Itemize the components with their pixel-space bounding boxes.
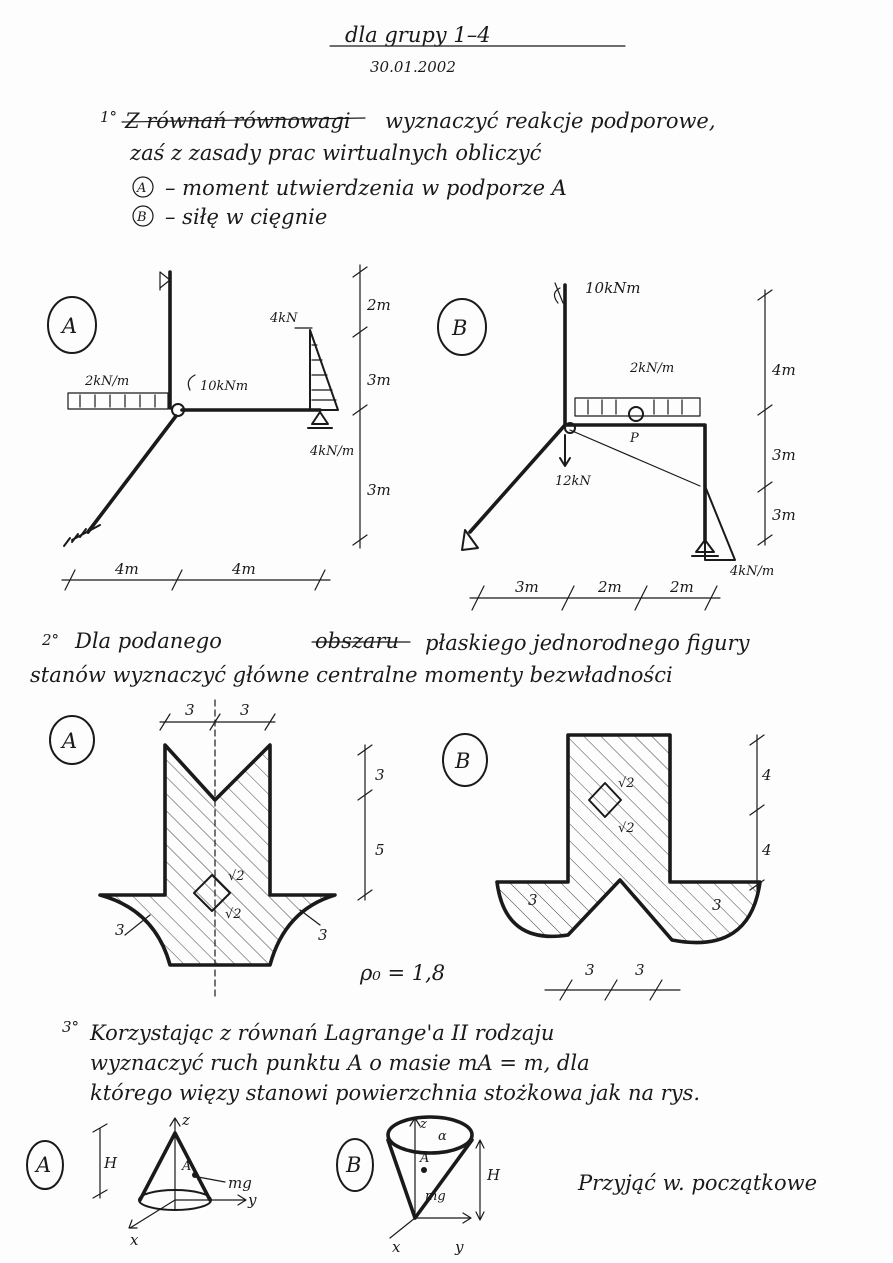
dim-label: 2m (669, 578, 694, 596)
dim-label: √2 (618, 821, 635, 836)
figure-label: A (60, 729, 77, 753)
axis-label: x (130, 1231, 139, 1249)
dim-label: 3m (772, 446, 796, 464)
task3-number: 3° (62, 1018, 79, 1036)
task2-line2: stanów wyznaczyć główne centralne moment… (30, 663, 673, 687)
figure-label: B (451, 316, 467, 340)
radius-label: 3 (318, 926, 328, 944)
height-label: H (486, 1166, 501, 1184)
force-label: 4kN (269, 311, 298, 326)
tri-load-label: 4kN/m (729, 564, 774, 579)
radius-label: 3 (528, 891, 538, 909)
task1-item-a: – moment utwierdzenia w podporze A (165, 176, 567, 200)
dim-label: 3 (185, 701, 195, 719)
dim-label: √2 (618, 776, 635, 791)
dim-label: 4m (114, 560, 139, 578)
point-label: A (181, 1159, 191, 1174)
marker-circle-a (132, 176, 154, 198)
task1-item-b-marker: B (136, 210, 147, 225)
angle-label: α (438, 1129, 447, 1144)
task1-item-b: – siłę w cięgnie (165, 205, 327, 229)
dim-label: 5 (375, 841, 385, 859)
task3-line1: Korzystając z równań Lagrange'a II rodza… (89, 1021, 554, 1045)
dim-label: 4m (771, 361, 796, 379)
task1-line2: zaś z zasady prac wirtualnych obliczyć (129, 141, 542, 165)
load-label: 2kN/m (629, 361, 674, 376)
section-figure-a: A √2 √2 3 3 3 5 3 3 ρ₀ = 1,8 (49, 699, 445, 1001)
task2-line1-a: Dla podanego (74, 629, 222, 653)
dim-label: 3m (772, 506, 796, 524)
task1-number: 1° (100, 108, 117, 126)
task1-item-a-marker: A (136, 181, 146, 196)
dim-label: 3 (240, 701, 250, 719)
task3-line3: którego więzy stanowi powierzchnia stożk… (90, 1081, 700, 1105)
tri-load-label: 4kN/m (309, 444, 354, 459)
moment-label: 10kNm (200, 379, 248, 394)
load-label: 2kN/m (84, 374, 129, 389)
task3-line2: wyznaczyć ruch punktu A o masie mA = m, … (90, 1051, 590, 1075)
cone-figure-b: B z α A mg H x y (336, 1115, 501, 1256)
section-figure-b: B √2 √2 4 4 3 3 3 3 (442, 733, 772, 1001)
force-label: 12kN (555, 474, 591, 489)
axis-label: y (454, 1238, 464, 1256)
sheet-date: 30.01.2002 (370, 58, 456, 76)
dim-label: 3m (515, 578, 539, 596)
task2-struck-text: obszaru (315, 629, 399, 653)
moment-label: 10kNm (585, 279, 641, 297)
dim-label: √2 (225, 907, 242, 922)
dim-label: 4m (231, 560, 256, 578)
frame-figure-a: A 2kN/m 10kNm 4kN 4kN/m 2m 3m 3m 4m 4m (47, 264, 391, 591)
dim-label: 4 (761, 766, 772, 784)
dim-label: 2m (597, 578, 622, 596)
point-label: A (419, 1151, 429, 1166)
figure-label: B (345, 1153, 361, 1177)
dim-label: √2 (228, 869, 245, 884)
radius-label: 3 (712, 896, 722, 914)
dim-label: 3 (585, 961, 595, 979)
rho-label: ρ₀ = 1,8 (359, 961, 445, 985)
figure-label: A (34, 1153, 51, 1177)
figure-label: B (454, 749, 470, 773)
hinge-label: P (629, 431, 639, 446)
initial-conditions-note: Przyjąć w. początkowe (577, 1171, 817, 1195)
height-label: H (103, 1154, 118, 1172)
axis-label: x (392, 1238, 401, 1256)
figure-label: A (60, 314, 77, 338)
dim-label: 3 (635, 961, 645, 979)
task2-number: 2° (41, 631, 59, 649)
marker-circle-b (132, 205, 154, 227)
radius-label: 3 (115, 921, 125, 939)
task1-line1: wyznaczyć reakcje podporowe, (385, 109, 716, 133)
weight-label: mg (228, 1174, 252, 1192)
axis-label: y (247, 1191, 257, 1209)
dim-label: 2m (366, 296, 391, 314)
strikethrough (121, 117, 366, 123)
dim-label: 3m (367, 481, 391, 499)
task2-line1-b: płaskiego jednorodnego figury (425, 631, 751, 655)
cone-figure-a: A z y x H A mg (26, 1111, 257, 1249)
dim-label: 3m (367, 371, 391, 389)
axis-label: z (419, 1117, 427, 1132)
sheet-title: dla grupy 1–4 (345, 23, 491, 47)
frame-figure-b: B 10kNm 2kN/m P 12kN 4kN/m 4m 3m 3m 3m 2… (437, 279, 796, 611)
dim-label: 3 (375, 766, 385, 784)
dim-label: 4 (761, 841, 772, 859)
axis-label: z (181, 1111, 190, 1129)
weight-label: mg (425, 1189, 446, 1204)
